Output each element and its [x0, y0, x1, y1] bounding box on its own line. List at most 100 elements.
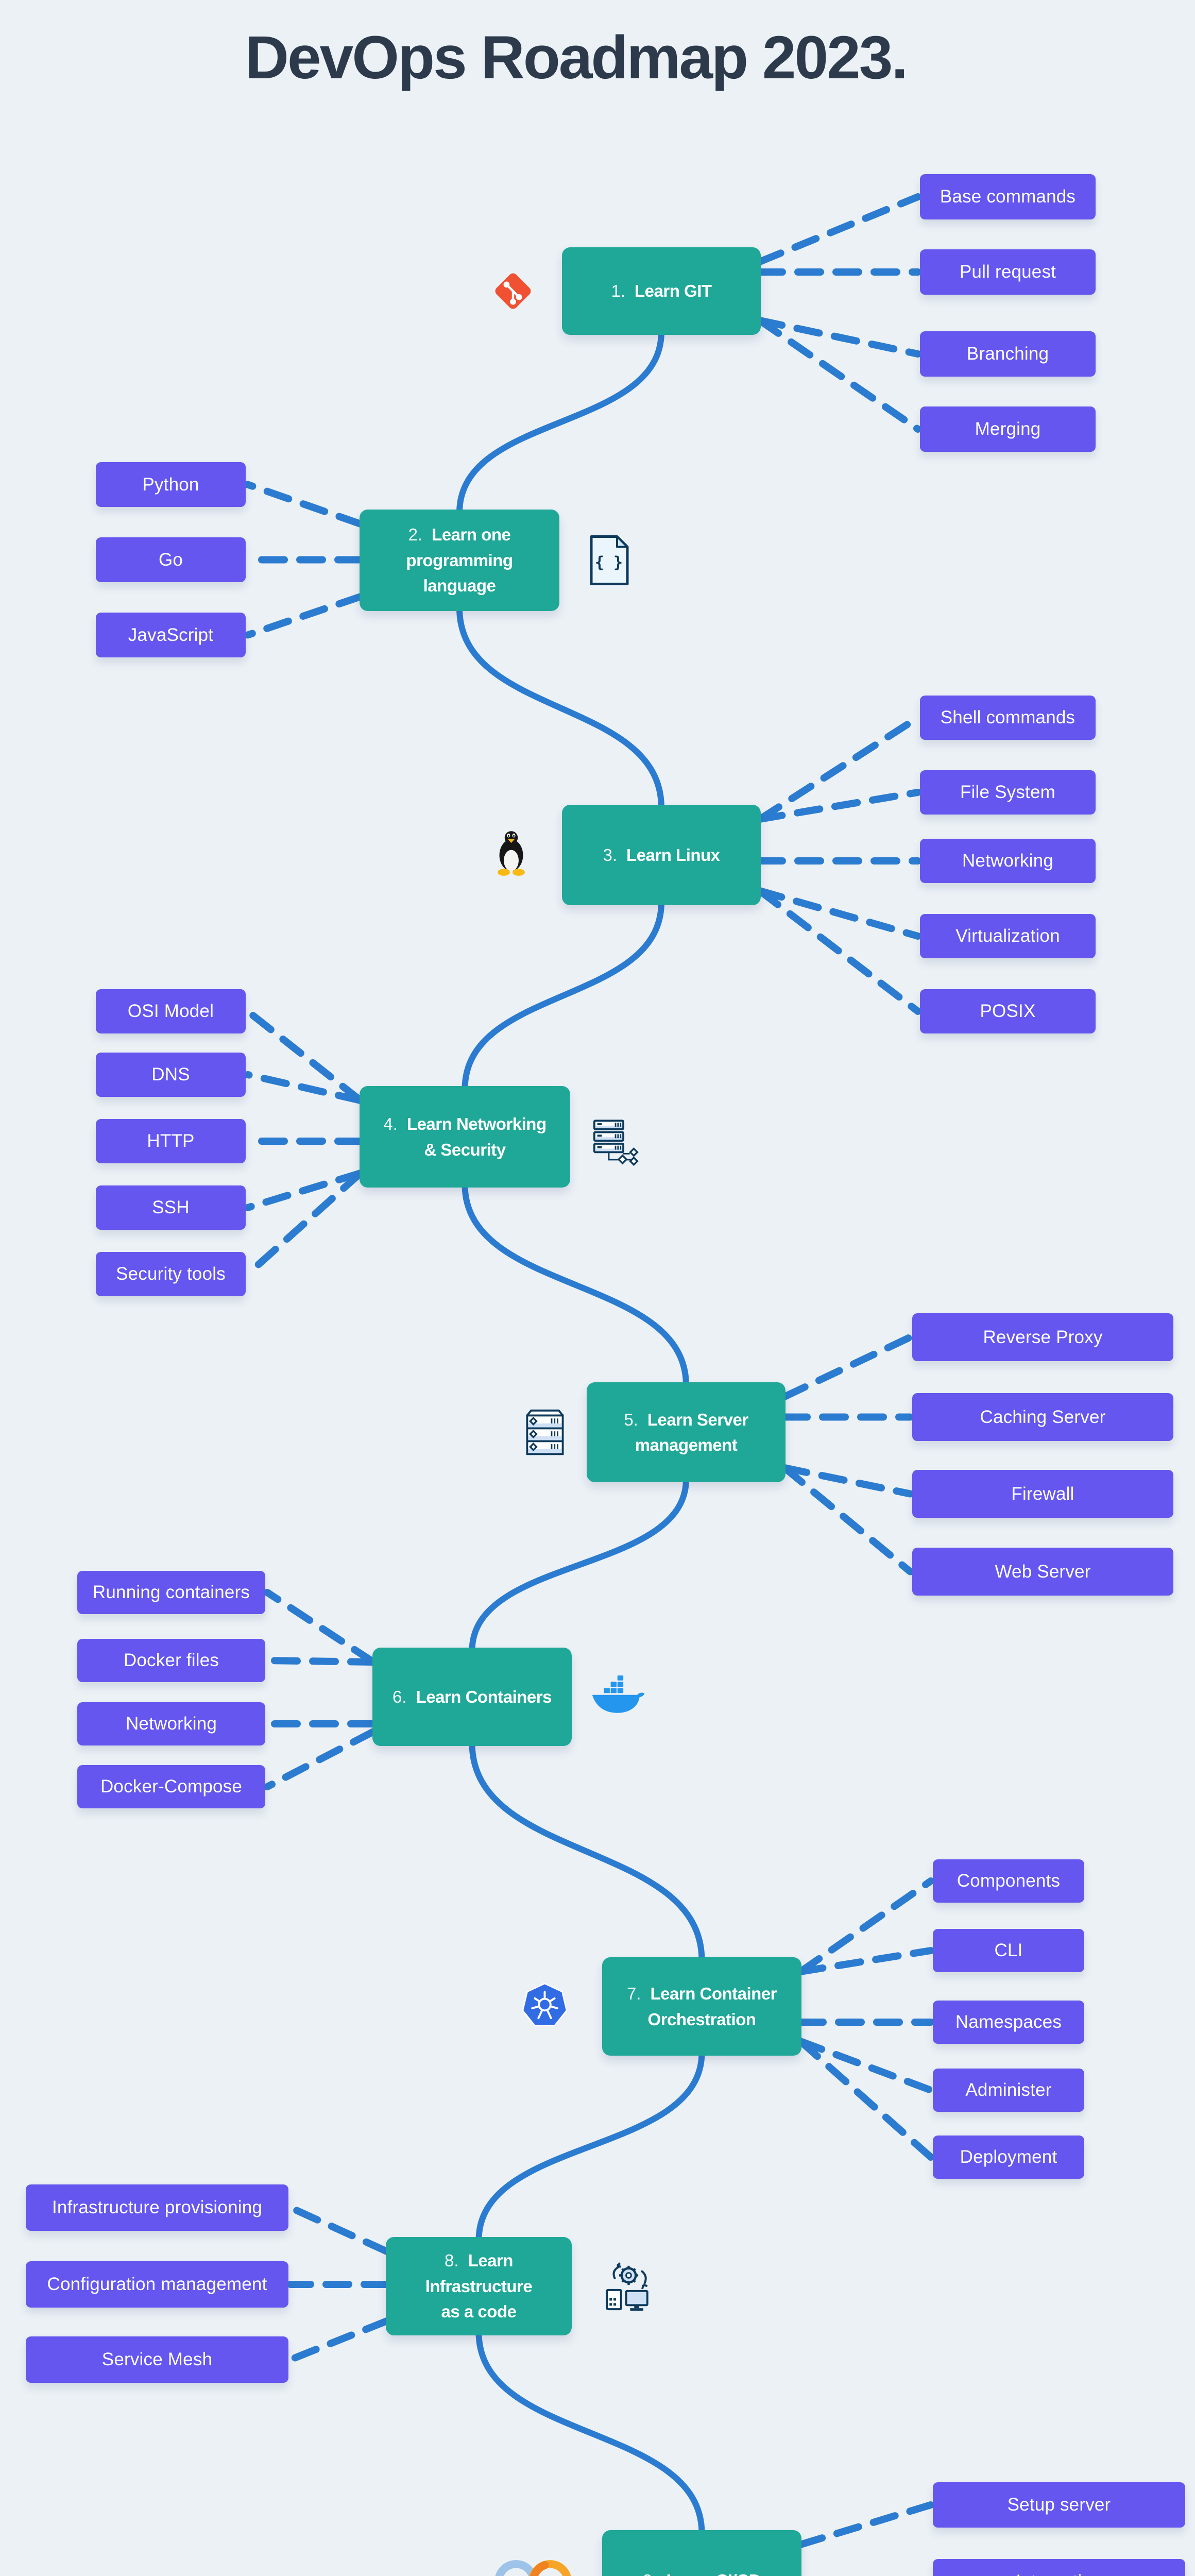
connector-line: [781, 1464, 914, 1498]
satellite-box: Deployment: [933, 2136, 1084, 2179]
satellite-box: Reverse Proxy: [912, 1313, 1173, 1361]
connector-line: [781, 1333, 914, 1400]
satellite-label: Python: [142, 474, 199, 495]
node-title: 9. Learn CI/CD: [636, 2568, 768, 2576]
satellite-label: Running containers: [92, 1582, 250, 1602]
satellite-label: Shell commands: [940, 707, 1076, 727]
iac-gear-icon: [603, 2262, 654, 2312]
satellite-box: Service Mesh: [26, 2336, 288, 2383]
node-box: 3.Learn Linux: [562, 805, 761, 905]
node-title: 5.Learn Server management: [617, 1407, 755, 1458]
roadmap-curve: [456, 329, 705, 2576]
satellite-label: Docker-Compose: [100, 1776, 243, 1797]
satellite-label: Security tools: [116, 1264, 226, 1284]
node-box: 5.Learn Server management: [587, 1382, 786, 1482]
node-title: 7.Learn Container Orchestration: [620, 1981, 784, 2032]
satellite-box: Infrastructure provisioning: [26, 2184, 288, 2231]
satellite-box: Configuration management: [26, 2261, 288, 2308]
satellite-label: File System: [960, 782, 1055, 802]
satellite-box: SSH: [96, 1185, 246, 1230]
connector-line: [797, 2501, 934, 2548]
satellite-label: Administer: [965, 2080, 1052, 2100]
connector-line: [756, 714, 921, 823]
node-box: 7.Learn Container Orchestration: [602, 1957, 801, 2056]
satellite-box: Virtualization: [920, 914, 1096, 958]
connector-line: [244, 1170, 364, 1278]
git-icon: [489, 268, 537, 314]
node-number: 7.: [626, 1984, 641, 2003]
satellite-box: Merging: [920, 406, 1096, 452]
satellite-label: Service Mesh: [101, 2349, 213, 2369]
node-box: 1. Learn GIT: [562, 247, 761, 335]
satellite-box: Components: [933, 1859, 1084, 1903]
satellite-box: Pull request: [920, 249, 1096, 295]
connector-line: [244, 1170, 364, 1211]
satellite-box: Administer: [933, 2069, 1084, 2112]
satellite-label: Merging: [975, 419, 1041, 439]
satellite-box: Branching: [920, 331, 1096, 377]
satellite-label: Reverse Proxy: [983, 1327, 1103, 1347]
satellite-box: Firewall: [912, 1470, 1173, 1518]
connector-line: [756, 887, 921, 1015]
satellite-box: Docker files: [77, 1639, 265, 1682]
satellite-label: JavaScript: [128, 624, 214, 645]
node-label: Learn Networking & Security: [406, 1114, 547, 1159]
node-box: 4. Learn Networking & Security: [360, 1086, 570, 1188]
connector-line: [264, 1589, 377, 1666]
node-title: 4. Learn Networking & Security: [376, 1111, 553, 1162]
satellite-label: Networking: [962, 851, 1054, 871]
connector-line: [244, 1008, 364, 1104]
node-box: 6.Learn Containers: [372, 1648, 572, 1746]
satellite-label: CLI: [994, 1940, 1023, 1960]
satellite-box: HTTP: [96, 1119, 246, 1163]
satellite-box: Shell commands: [920, 696, 1096, 740]
node-title: 2.Learn one programming language: [399, 522, 520, 599]
node-label: Learn GIT: [635, 281, 712, 301]
connector-line: [264, 1728, 377, 1790]
node-box: 2.Learn one programming language: [360, 510, 559, 611]
linux-tux-icon: [489, 822, 533, 882]
satellite-box: Web Server: [912, 1548, 1173, 1596]
node-label: Learn Infrastructure as a code: [425, 2251, 533, 2321]
connector-line: [287, 2317, 390, 2363]
connector-line: [756, 887, 921, 940]
network-security-icon: [591, 1116, 641, 1167]
docker-whale-icon: [591, 1675, 645, 1716]
satellite-label: OSI Model: [127, 1001, 214, 1021]
satellite-box: CLI: [933, 1929, 1084, 1972]
satellite-label: Networking: [125, 1714, 217, 1734]
node-title: 3.Learn Linux: [595, 842, 727, 868]
node-title: 1. Learn GIT: [604, 278, 719, 304]
satellite-box: Docker-Compose: [77, 1765, 265, 1808]
satellite-box: Networking: [77, 1702, 265, 1745]
node-number: 4.: [383, 1114, 398, 1133]
satellite-box: Base commands: [920, 174, 1096, 219]
node-number: 9.: [643, 2571, 657, 2576]
satellite-label: Components: [957, 1871, 1061, 1891]
cicd-infinity-icon: [487, 2556, 580, 2576]
connector-line: [264, 1657, 377, 1666]
connector-line: [797, 1947, 934, 1975]
satellite-label: SSH: [152, 1197, 190, 1217]
connector-line: [756, 317, 921, 433]
node-number: 3.: [603, 845, 617, 865]
satellite-box: Python: [96, 462, 246, 507]
svg-text:{ }: { }: [595, 554, 623, 572]
satellite-label: Deployment: [960, 2147, 1057, 2167]
satellite-box: OSI Model: [96, 989, 246, 1033]
node-label: Learn CI/CD: [667, 2571, 761, 2576]
satellite-box: Go: [96, 537, 246, 582]
satellite-box: Namespaces: [933, 2001, 1084, 2044]
node-title: 6.Learn Containers: [385, 1684, 559, 1710]
page-title: DevOps Roadmap 2023.: [245, 24, 908, 92]
server-rack-icon: [520, 1409, 570, 1458]
connector-line: [756, 193, 921, 265]
satellite-box: Integration: [933, 2559, 1185, 2576]
satellite-box: DNS: [96, 1053, 246, 1097]
node-number: 1.: [611, 281, 625, 301]
kubernetes-icon: [522, 1982, 567, 2027]
connector-line: [244, 1071, 364, 1104]
connector-line: [781, 1464, 914, 1575]
